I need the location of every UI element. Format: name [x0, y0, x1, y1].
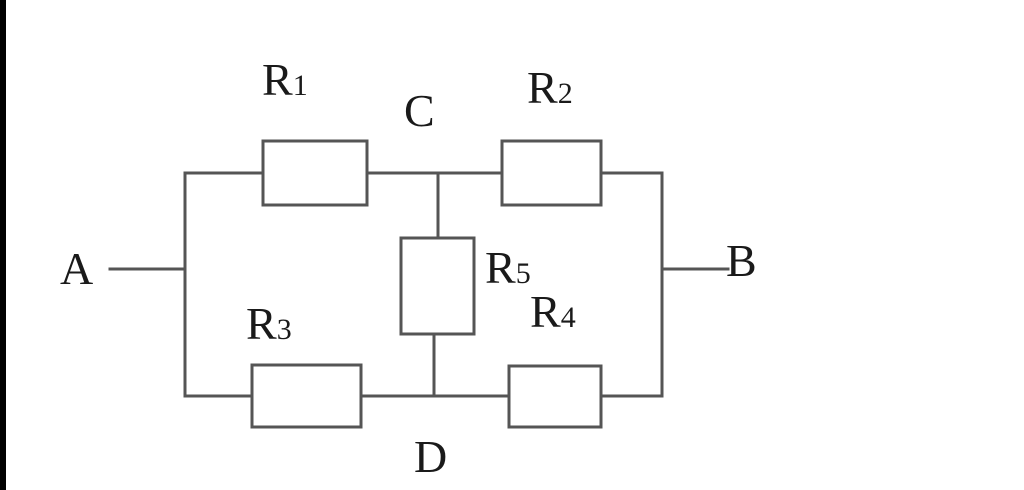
node-label-d: D [414, 431, 447, 482]
node-label-c: C [404, 85, 435, 136]
node-label-b: B [726, 235, 757, 286]
resistor-r2-body [500, 139, 603, 207]
resistor-label-r5: R5 [485, 242, 531, 293]
resistor-label-r1: R1 [262, 54, 308, 105]
resistor-r4-body [507, 364, 603, 429]
resistor-r1-body [261, 139, 369, 207]
resistor-label-r3-letter: R [246, 298, 277, 349]
resistor-label-r4: R4 [530, 286, 576, 337]
left-frame-edge [0, 0, 6, 490]
resistor-label-r3: R3 [246, 298, 292, 349]
resistor-label-r3-index: 3 [277, 313, 292, 346]
resistor-label-r4-index: 4 [561, 301, 576, 334]
resistor-label-r5-letter: R [485, 242, 516, 293]
resistor-r3-body [250, 363, 363, 429]
resistor-label-r2-letter: R [527, 62, 558, 113]
wires [108, 171, 730, 398]
resistor-label-r5-index: 5 [516, 257, 531, 290]
resistor-label-r4-letter: R [530, 286, 561, 337]
resistor-r5-body [399, 236, 476, 336]
node-label-a: A [60, 243, 93, 294]
resistor-label-r2: R2 [527, 62, 573, 113]
resistor-label-r1-letter: R [262, 54, 293, 105]
resistor-label-r1-index: 1 [293, 69, 308, 102]
resistor-label-r2-index: 2 [558, 77, 573, 110]
